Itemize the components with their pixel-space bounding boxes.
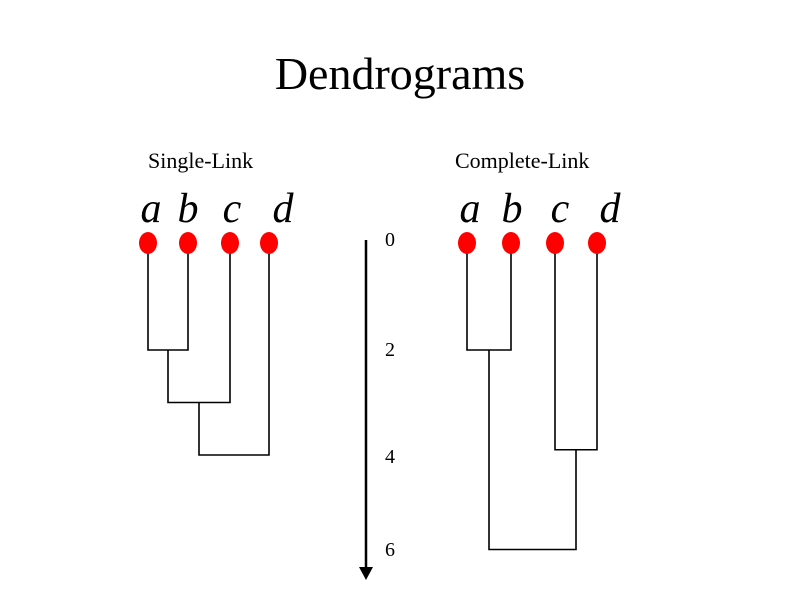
scale-arrow <box>359 240 373 580</box>
complete-link-title: Complete-Link <box>455 148 590 173</box>
complete-link-leaf-node-d <box>588 232 606 254</box>
complete-link-leaf-node-a <box>458 232 476 254</box>
single-link-merge-abc-d <box>198 245 270 456</box>
single-link-leaf-label-c: c <box>222 186 242 232</box>
single-link-merge-ab-c <box>167 245 231 404</box>
scale-tick-label-2: 2 <box>385 339 395 361</box>
complete-link-merge-c-d <box>554 245 598 451</box>
complete-link-leaf-label-c: c <box>550 186 570 232</box>
complete-link-leaf-label-a: a <box>459 186 481 232</box>
page-title: Dendrograms <box>274 48 526 99</box>
complete-link-leaf-label-d: d <box>599 186 621 232</box>
scale-arrowhead <box>359 567 373 580</box>
complete-link-leaf-node-b <box>502 232 520 254</box>
single-link-leaf-label-b: b <box>177 186 199 232</box>
complete-link-merge-a-b <box>466 245 512 351</box>
single-link-leaf-node-b <box>179 232 197 254</box>
complete-link-leaf-label-b: b <box>501 186 523 232</box>
complete-link-merge-ab-cd <box>488 350 577 551</box>
scale-tick-label-4: 4 <box>385 446 395 468</box>
scale-tick-label-6: 6 <box>385 539 395 561</box>
single-link-leaf-node-d <box>260 232 278 254</box>
single-link-leaf-label-a: a <box>140 186 162 232</box>
scale-tick-label-0: 0 <box>385 229 395 251</box>
single-link-leaf-node-a <box>139 232 157 254</box>
complete-link-dendrogram <box>458 232 606 551</box>
single-link-title: Single-Link <box>148 148 254 173</box>
single-link-leaf-node-c <box>221 232 239 254</box>
single-link-merge-a-b <box>147 245 189 351</box>
single-link-dendrogram <box>139 232 278 456</box>
complete-link-leaf-node-c <box>546 232 564 254</box>
single-link-leaf-label-d: d <box>272 186 294 232</box>
